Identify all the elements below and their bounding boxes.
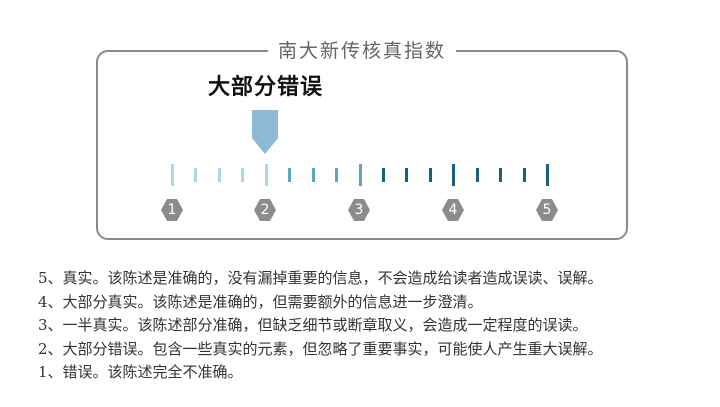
legend-item-1: 1、错误。该陈述完全不准确。 [38, 363, 243, 381]
rating-panel: 南大新传核真指数 [96, 39, 628, 240]
scale-badge-3: 3 [347, 198, 371, 222]
rating-legend: 5、真实。该陈述是准确的，没有漏掉重要的信息，不会造成给读者造成误读、误解。 4… [38, 267, 710, 385]
scale-badge-label: 2 [260, 202, 270, 218]
scale-badge-5: 5 [535, 198, 559, 222]
scale-badge-label: 5 [542, 202, 552, 218]
scale-badge-label: 1 [167, 202, 177, 218]
scale-badge-4: 4 [441, 198, 465, 222]
scale-badge-1: 1 [160, 198, 184, 222]
rating-pointer-icon [252, 110, 278, 154]
scale-badge-label: 4 [448, 202, 458, 218]
legend-item-2: 2、大部分错误。包含一些真实的元素，但忽略了重要事实，可能使人产生重大误解。 [38, 339, 603, 358]
scale-badge-label: 3 [354, 202, 364, 218]
scale-badge-2: 2 [253, 198, 277, 222]
rating-label: 大部分错误 [208, 74, 324, 100]
panel-title: 南大新传核真指数 [267, 39, 457, 63]
legend-item-5: 5、真实。该陈述是准确的，没有漏掉重要的信息，不会造成给读者造成误读、误解。 [38, 269, 603, 287]
legend-item-4: 4、大部分真实。该陈述是准确的，但需要额外的信息进一步澄清。 [38, 292, 483, 311]
legend-item-3: 3、一半真实。该陈述部分准确，但缺乏细节或断章取义，会造成一定程度的误读。 [38, 316, 588, 334]
